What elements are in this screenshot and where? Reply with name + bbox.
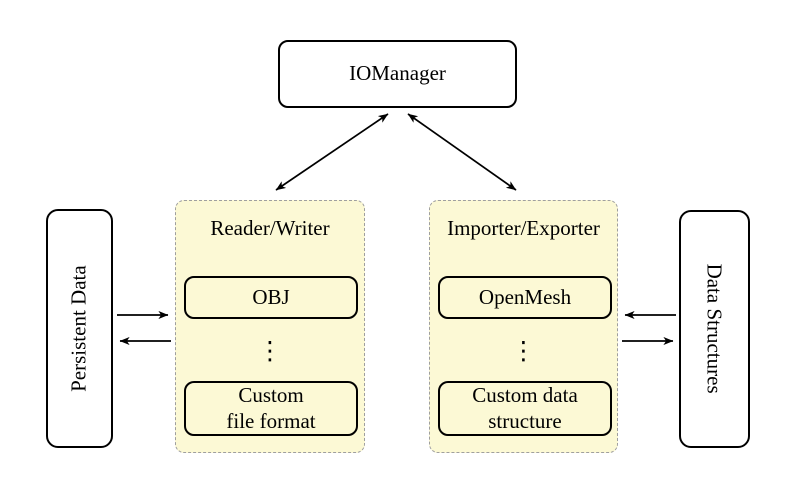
reader-writer-title: Reader/Writer [210, 216, 330, 240]
persistent-data-label: Persistent Data [66, 265, 91, 392]
iomanager-label: IOManager [349, 61, 446, 86]
custom-data-structure-label: Custom data structure [472, 382, 578, 433]
data-structures-label: Data Structures [703, 263, 728, 395]
persistent-data-node: Persistent Data [46, 209, 113, 448]
importer-exporter-ellipsis: ⋮ [511, 335, 536, 365]
openmesh-label: OpenMesh [478, 284, 572, 309]
iomanager-node: IOManager [278, 40, 517, 108]
importer-exporter-title: Importer/Exporter [447, 216, 600, 240]
custom-file-format-node: Custom file format [184, 381, 358, 436]
custom-data-structure-node: Custom data structure [438, 381, 612, 436]
obj-label: OBJ [252, 284, 290, 309]
reader-writer-group: Reader/Writer OBJ ⋮ Custom file format [175, 200, 365, 453]
importer-exporter-group: Importer/Exporter OpenMesh ⋮ Custom data… [429, 200, 618, 453]
obj-node: OBJ [184, 276, 358, 319]
reader-writer-ellipsis: ⋮ [257, 335, 283, 365]
arrow-iomanager-readerwriter [275, 113, 389, 191]
data-structures-node: Data Structures [679, 210, 750, 448]
custom-file-format-label: Custom file format [226, 382, 316, 433]
openmesh-node: OpenMesh [438, 276, 612, 319]
arrow-iomanager-importerexporter [407, 113, 517, 191]
